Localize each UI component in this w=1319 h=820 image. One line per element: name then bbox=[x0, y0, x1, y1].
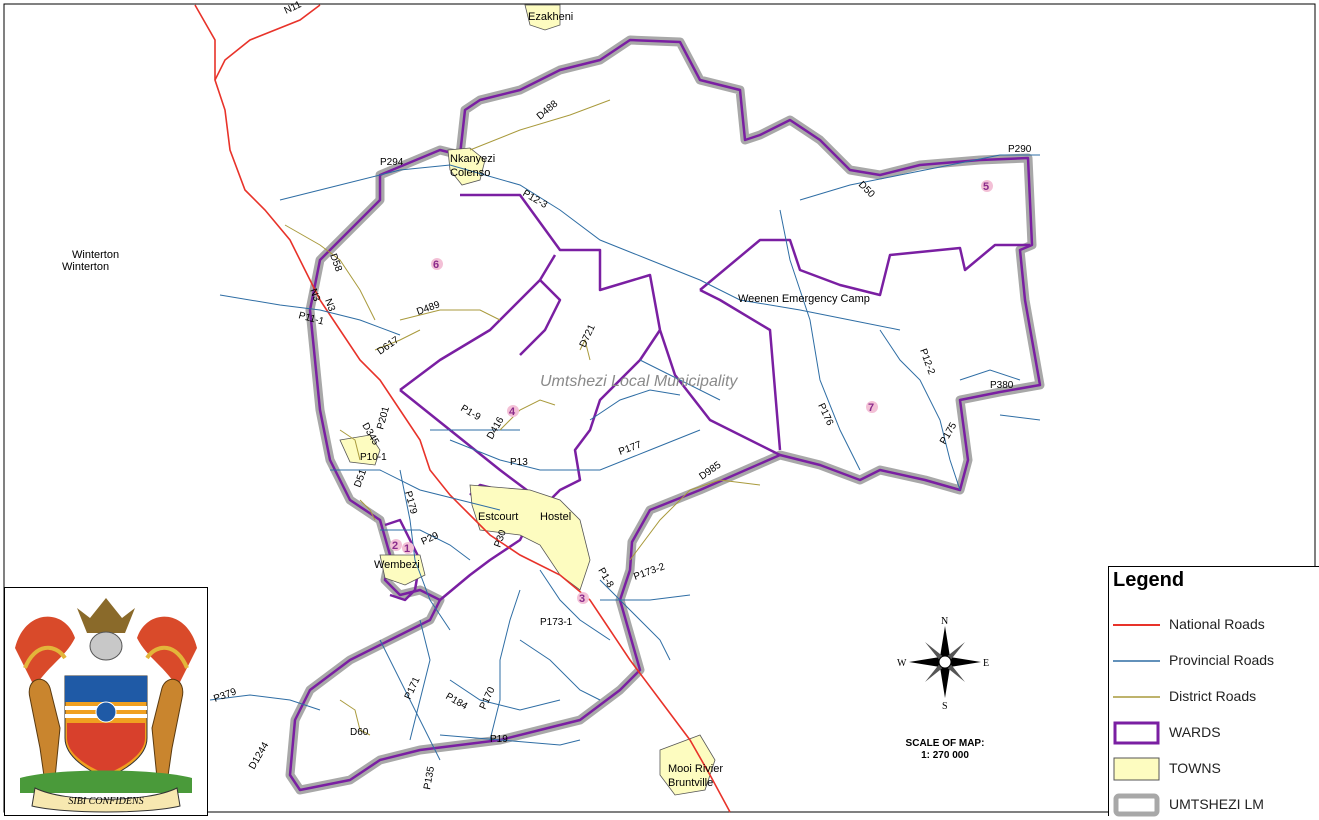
ward-markers: 1 2 3 4 5 6 7 bbox=[390, 180, 993, 605]
compass-w: W bbox=[897, 658, 907, 669]
road-label-d50: D50 bbox=[856, 179, 877, 200]
road-label-p173-1: P173-1 bbox=[540, 617, 573, 628]
ward-symbol bbox=[1113, 721, 1160, 745]
legend-label: UMTSHEZI LM bbox=[1169, 796, 1264, 812]
road-label-p184: P184 bbox=[444, 691, 470, 712]
road-label-p1-9: P1-9 bbox=[459, 403, 483, 423]
road-label-d51: D51 bbox=[352, 468, 369, 489]
ward-number-3: 3 bbox=[579, 593, 585, 605]
road-label-n3a: N3 bbox=[307, 287, 322, 303]
road-label-p170: P170 bbox=[478, 685, 498, 711]
crest-motto: SIBI CONFIDENS bbox=[68, 796, 143, 807]
town-label-winterton-a: Winterton bbox=[72, 249, 119, 261]
legend-label: Provincial Roads bbox=[1169, 652, 1275, 668]
road-label-p380: P380 bbox=[990, 380, 1014, 391]
legend-label: WARDS bbox=[1169, 724, 1221, 740]
national-road-symbol bbox=[1113, 624, 1160, 626]
road-label-p12-2: P12-2 bbox=[917, 347, 937, 376]
provincial-roads bbox=[209, 154, 1041, 761]
legend-item-national-roads: National Roads bbox=[1109, 610, 1319, 640]
town-label-wembezi: Wembezi bbox=[374, 559, 420, 571]
road-label-p201: P201 bbox=[375, 405, 392, 431]
town-label-hostel: Hostel bbox=[540, 511, 571, 523]
road-label-p173-2: P173-2 bbox=[632, 561, 666, 583]
compass-rose: N S E W bbox=[897, 616, 989, 712]
town-label-estcourt: Estcourt bbox=[478, 511, 518, 523]
road-label-n3b: N3 bbox=[322, 297, 337, 313]
road-label-p171: P171 bbox=[403, 675, 423, 701]
road-label-d721: D721 bbox=[578, 323, 598, 350]
national-roads bbox=[194, 4, 731, 813]
town-label-nkanyezi: Nkanyezi bbox=[450, 153, 495, 165]
road-label-p29: P29 bbox=[420, 530, 441, 548]
legend-label: National Roads bbox=[1169, 616, 1265, 632]
legend-label: District Roads bbox=[1169, 688, 1257, 704]
town-label-winterton-b: Winterton bbox=[62, 261, 109, 273]
road-label-p176: P176 bbox=[815, 402, 835, 428]
road-label-d58: D58 bbox=[327, 252, 344, 273]
district-roads bbox=[284, 99, 761, 736]
road-label-d60: D60 bbox=[350, 727, 369, 738]
legend-item-provincial-roads: Provincial Roads bbox=[1109, 646, 1319, 676]
map-frame bbox=[3, 3, 1316, 813]
road-label-d489: D489 bbox=[415, 299, 442, 318]
ward-number-1: 1 bbox=[404, 543, 410, 555]
compass-e: E bbox=[983, 658, 989, 669]
compass-s: S bbox=[942, 701, 948, 712]
legend-item-wards: WARDS bbox=[1109, 718, 1319, 748]
municipality-title: Umtshezi Local Municipality bbox=[540, 373, 738, 390]
ward-number-5: 5 bbox=[983, 181, 989, 193]
road-label-p290: P290 bbox=[1008, 144, 1032, 155]
town-label-mooi-river: Mooi Rivier bbox=[668, 763, 723, 775]
road-label-p177: P177 bbox=[617, 439, 643, 457]
legend-item-towns: TOWNS bbox=[1109, 754, 1319, 784]
municipality-symbol bbox=[1113, 793, 1160, 817]
ward-number-7: 7 bbox=[868, 402, 874, 414]
district-road-symbol bbox=[1113, 696, 1160, 698]
legend-item-district-roads: District Roads bbox=[1109, 682, 1319, 712]
compass-n: N bbox=[941, 616, 948, 627]
scale-ratio: 1: 270 000 bbox=[921, 750, 969, 761]
road-label-p294: P294 bbox=[380, 157, 404, 168]
road-label-p135: P135 bbox=[422, 765, 437, 790]
provincial-road-symbol bbox=[1113, 660, 1160, 662]
road-label-p10-1: P10-1 bbox=[360, 452, 387, 463]
legend-item-umtshezi-lm: UMTSHEZI LM bbox=[1109, 790, 1319, 820]
legend-panel: Legend National Roads Provincial Roads D… bbox=[1108, 566, 1319, 817]
road-label-d416: D416 bbox=[485, 415, 507, 442]
town-label-ezakheni: Ezakheni bbox=[528, 11, 573, 23]
road-label-n11: N11 bbox=[283, 0, 304, 17]
road-label-p12-3: P12-3 bbox=[521, 188, 550, 211]
town-label-bruntville: Bruntville bbox=[668, 777, 713, 789]
map-scale: SCALE OF MAP: 1: 270 000 bbox=[893, 738, 997, 762]
town-areas bbox=[339, 4, 716, 796]
scale-title: SCALE OF MAP: bbox=[905, 738, 985, 749]
town-label-weenen: Weenen Emergency Camp bbox=[738, 293, 870, 305]
legend-label: TOWNS bbox=[1169, 760, 1221, 776]
road-label-d1244: D1244 bbox=[247, 740, 271, 771]
legend-title: Legend bbox=[1113, 569, 1185, 591]
town-symbol bbox=[1113, 757, 1160, 781]
road-label-p379: P379 bbox=[212, 686, 238, 704]
town-label-colenso: Colenso bbox=[450, 167, 490, 179]
road-label-p13: P13 bbox=[510, 457, 528, 468]
ward-number-2: 2 bbox=[392, 540, 398, 552]
coat-of-arms: SIBI CONFIDENS bbox=[4, 587, 208, 816]
road-label-p1-8: P1-8 bbox=[595, 566, 615, 590]
road-label-p179: P179 bbox=[402, 490, 419, 516]
road-label-d617: D617 bbox=[375, 334, 401, 357]
road-label-p19: P19 bbox=[490, 734, 508, 745]
ward-number-4: 4 bbox=[509, 406, 516, 418]
ward-number-6: 6 bbox=[433, 259, 439, 271]
crest-image: SIBI CONFIDENS bbox=[15, 598, 197, 813]
